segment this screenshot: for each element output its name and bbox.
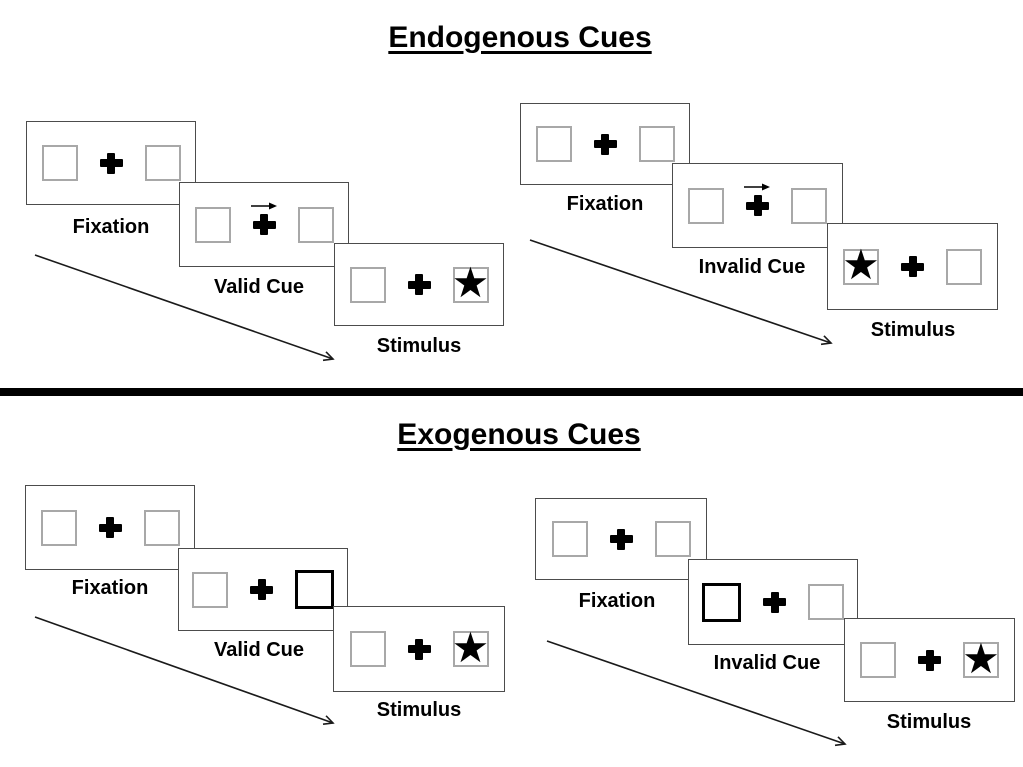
timeline-arrow-icon — [34, 616, 342, 732]
fixation-cross-icon — [250, 579, 273, 600]
placeholder-box-right — [946, 248, 982, 285]
target-box-right: ★ — [962, 633, 1000, 683]
placeholder-box-left — [192, 571, 228, 608]
step-label-fixation: Fixation — [72, 216, 150, 238]
fixation-cross-icon — [593, 133, 617, 155]
fixation-screen — [26, 121, 196, 205]
placeholder-box-right — [808, 584, 844, 620]
placeholder-box-right — [144, 145, 181, 181]
stimulus-screen: ★ — [844, 618, 1015, 702]
timeline-arrow-icon — [546, 640, 854, 754]
fixation-cross-icon — [252, 214, 276, 235]
stimulus-screen: ★ — [333, 606, 505, 692]
target-star-icon: ★ — [451, 622, 490, 672]
step-label-stimulus: Stimulus — [376, 699, 462, 721]
step-label-stimulus: Stimulus — [870, 319, 956, 341]
cue-screen — [672, 163, 843, 248]
section-title-exogenous: Exogenous Cues — [397, 418, 641, 451]
step-label-fixation: Fixation — [566, 193, 644, 215]
cue-right-arrow-icon — [250, 202, 277, 210]
central-cue — [250, 202, 277, 235]
step-label-valid-cue: Valid Cue — [213, 276, 305, 298]
timeline-arrow-icon — [529, 239, 840, 353]
placeholder-box-left — [349, 631, 386, 667]
fixation-cross-icon — [407, 274, 431, 295]
fixation-cross-icon — [763, 591, 786, 613]
fixation-cross-icon — [918, 649, 941, 671]
fixation-screen — [25, 485, 195, 570]
step-label-invalid-cue: Invalid Cue — [713, 652, 821, 674]
fixation-cross-icon — [901, 256, 924, 277]
placeholder-box-left — [41, 145, 78, 181]
fixation-screen — [520, 103, 690, 185]
step-label-invalid-cue: Invalid Cue — [698, 256, 806, 278]
fixation-cross-icon — [746, 195, 769, 216]
placeholder-box-left — [688, 187, 724, 224]
cue-highlight-box-right — [295, 570, 334, 609]
target-box-right: ★ — [451, 258, 490, 307]
target-box-right: ★ — [451, 622, 490, 672]
fixation-cross-icon — [407, 638, 431, 660]
target-star-icon: ★ — [451, 258, 490, 307]
fixation-cross-icon — [98, 517, 122, 538]
central-cue — [744, 183, 770, 216]
fixation-cross-icon — [609, 528, 633, 550]
step-label-stimulus: Stimulus — [886, 711, 972, 733]
step-label-fixation: Fixation — [578, 590, 656, 612]
cue-screen — [179, 182, 349, 267]
fixation-cross-icon — [99, 152, 123, 174]
placeholder-box-right — [297, 206, 334, 243]
placeholder-box-left — [194, 206, 231, 243]
target-star-icon: ★ — [842, 240, 880, 289]
cue-screen — [688, 559, 858, 645]
placeholder-box-left — [860, 642, 896, 678]
fixation-screen — [535, 498, 707, 580]
placeholder-box-right — [143, 509, 180, 546]
placeholder-box-left — [349, 266, 386, 303]
section-divider — [0, 388, 1023, 396]
cue-screen — [178, 548, 348, 631]
step-label-fixation: Fixation — [71, 577, 149, 599]
stimulus-screen: ★ — [827, 223, 998, 310]
placeholder-box-right — [638, 126, 675, 162]
placeholder-box-left — [40, 509, 77, 546]
placeholder-box-right — [791, 187, 827, 224]
placeholder-box-left — [535, 126, 572, 162]
cue-right-arrow-icon — [744, 183, 770, 191]
placeholder-box-left — [551, 521, 588, 557]
timeline-arrow-icon — [34, 254, 342, 368]
target-star-icon: ★ — [962, 633, 1000, 683]
step-label-valid-cue: Valid Cue — [213, 639, 305, 661]
step-label-stimulus: Stimulus — [376, 335, 462, 357]
stimulus-screen: ★ — [334, 243, 504, 326]
section-title-endogenous: Endogenous Cues — [388, 21, 652, 54]
cue-highlight-box-left — [702, 582, 741, 622]
target-box-left: ★ — [842, 240, 880, 289]
placeholder-box-right — [654, 521, 691, 557]
